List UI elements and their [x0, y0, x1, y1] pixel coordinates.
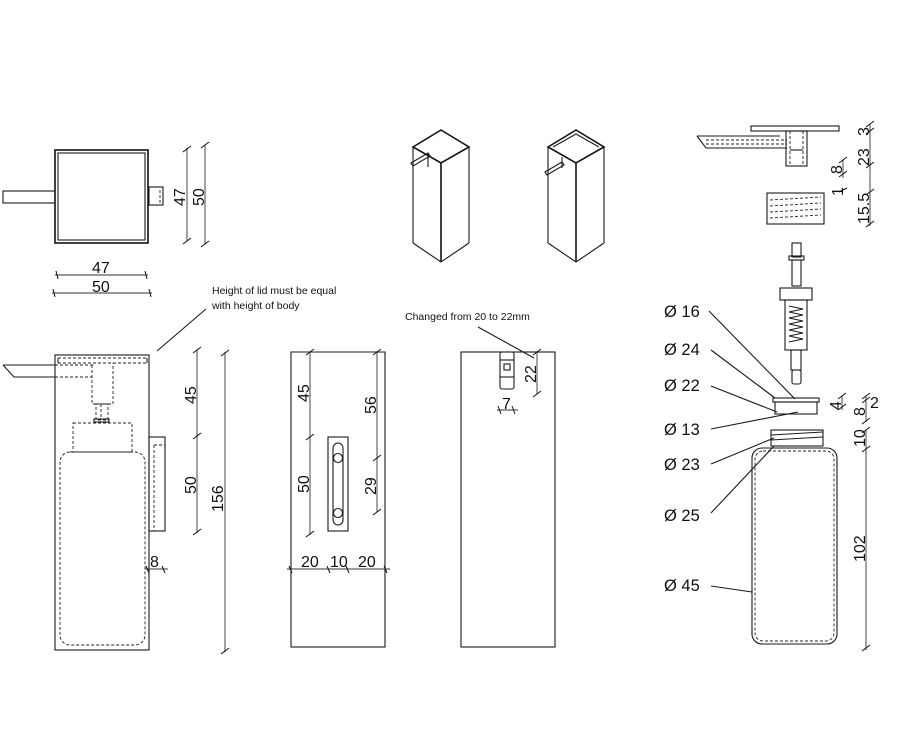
- pump-body-collar: [779, 287, 813, 301]
- change-note: Changed from 20 to 22mm: [405, 311, 530, 323]
- back-slot-width-dim: 10: [330, 554, 348, 571]
- back-left-offset-dim: 20: [301, 554, 319, 571]
- top-view-button: [148, 186, 164, 206]
- lid-height-note-line1: Height of lid must be equal: [212, 285, 336, 297]
- front-opening-height-dim: 22: [523, 365, 540, 383]
- bottle-neck: [770, 429, 824, 447]
- top-outer-width-dim: 50: [92, 279, 110, 296]
- cap-height-dim: 8: [852, 407, 869, 416]
- diameter-label-25: Ø 25: [664, 507, 700, 525]
- side-outer-body: [54, 354, 150, 651]
- side-bracket-depth-dim: 8: [150, 554, 159, 571]
- back-screw-hole-bottom: [332, 507, 344, 519]
- front-opening-width-dim: 7: [502, 396, 511, 413]
- pump-head: [785, 130, 808, 167]
- side-section-view: 45 50 156 8: [2, 346, 230, 655]
- lid-thickness-dim: 3: [856, 127, 873, 136]
- back-top-to-slot-dim: 45: [296, 384, 313, 402]
- back-view: 45 50 56 29 20 10 20: [287, 348, 390, 648]
- back-screw-hole-top: [332, 452, 344, 464]
- pump-threaded-insert: [766, 192, 825, 225]
- lid-height-note-line2: with height of body: [211, 300, 300, 312]
- diameter-label-16: Ø 16: [664, 303, 700, 321]
- collar-flange-dim: 2: [870, 395, 879, 412]
- side-bottle-outline: [59, 451, 146, 646]
- diameter-label-23: Ø 23: [664, 456, 700, 474]
- top-view: 47 50 47 50: [2, 141, 210, 298]
- isometric-view-closed: [410, 129, 471, 263]
- bottle-height-dim: 102: [852, 535, 869, 562]
- top-view-outer: [54, 149, 149, 244]
- bottle-body: [751, 447, 838, 645]
- gap-dim: 1: [830, 187, 847, 196]
- pump-exploded-view: 3 23 8 1 15.5 4 8 2 10 102 Ø 16 Ø 24 Ø 2…: [664, 120, 879, 652]
- collar-height-dim: 4: [828, 401, 845, 410]
- pump-spring: [788, 305, 804, 343]
- diameter-label-13: Ø 13: [664, 421, 700, 439]
- neck-height-dim: 10: [852, 429, 869, 447]
- front-spout-opening: [499, 351, 515, 390]
- diameter-label-22: Ø 22: [664, 377, 700, 395]
- diameter-label-24: Ø 24: [664, 341, 700, 359]
- side-total-height-dim: 156: [210, 485, 227, 512]
- top-inner-width-dim: 47: [92, 260, 110, 277]
- diameter-label-45: Ø 45: [664, 577, 700, 595]
- top-outer-depth-dim: 50: [191, 188, 208, 206]
- isometric-view-open: [544, 129, 606, 263]
- side-top-to-bracket-dim: 45: [183, 386, 200, 404]
- side-wall-bracket: [148, 436, 166, 532]
- back-hole-spacing-dim: 29: [363, 477, 380, 495]
- back-slot-height-dim: 50: [296, 475, 313, 493]
- back-right-offset-dim: 20: [358, 554, 376, 571]
- spout-height-dim: 23: [856, 148, 873, 166]
- front-view: Changed from 20 to 22mm 22 7: [405, 311, 556, 648]
- pump-lid-plate: [750, 125, 840, 132]
- note-leader-line: [156, 308, 207, 352]
- back-mount-slot: [327, 436, 349, 532]
- insert-height-dim: 15.5: [856, 193, 873, 224]
- side-bracket-height-dim: 50: [183, 476, 200, 494]
- spout-socket-dim: 8: [829, 165, 846, 174]
- back-top-to-hole-dim: 56: [363, 396, 380, 414]
- pump-collar-flange: [772, 397, 820, 403]
- top-view-inner: [57, 152, 146, 241]
- pump-collar: [774, 401, 818, 415]
- top-view-spout: [2, 190, 56, 204]
- top-inner-depth-dim: 47: [172, 188, 189, 206]
